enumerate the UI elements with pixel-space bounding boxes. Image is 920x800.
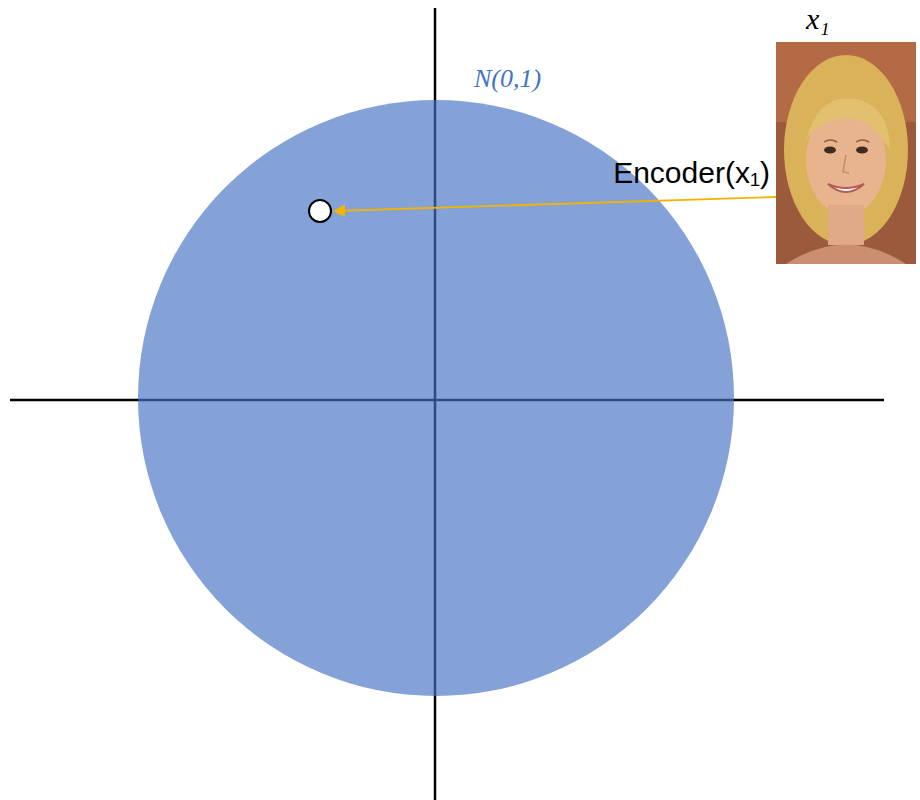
encoder-label: Encoder(x₁) xyxy=(613,156,770,191)
gaussian-region xyxy=(138,100,734,696)
encoder-arrow xyxy=(334,197,776,211)
latent-point xyxy=(309,200,331,222)
distribution-circle: N(0,1) xyxy=(138,100,734,696)
circle-outline xyxy=(138,100,734,696)
face-photo xyxy=(776,42,916,264)
distribution-label: N(0,1) xyxy=(474,64,541,94)
input-label: x₁ xyxy=(806,2,830,37)
